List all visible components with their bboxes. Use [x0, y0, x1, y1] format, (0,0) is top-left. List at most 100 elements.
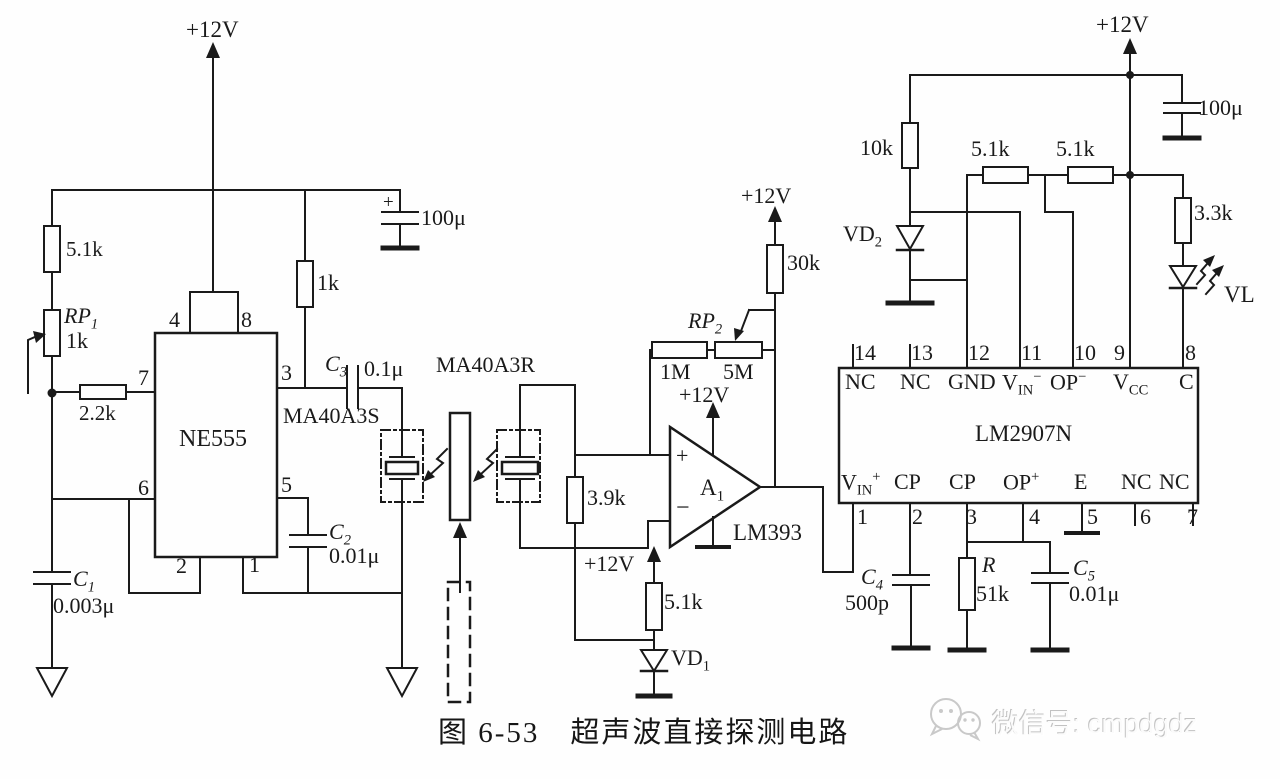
reflector-motion-arrowhead: [453, 522, 467, 538]
transmitter-label: MA40A3S: [283, 403, 380, 428]
c2-value-label: 0.01μ: [329, 543, 380, 568]
reflector-object: [448, 411, 472, 522]
ne555-section-wires: [27, 42, 420, 699]
transmitter-crystal: [384, 460, 420, 476]
vl-light-bolt-2: [1204, 272, 1218, 296]
comparator-section-wires: [519, 206, 854, 699]
capacitor-c1: [33, 571, 71, 585]
lm2907-pin6-number: 6: [1140, 504, 1151, 529]
supply-label-ne555: +12V: [186, 17, 239, 42]
c1-value-label: 0.003μ: [53, 593, 115, 618]
lm2907-pin4-name: OP+: [1003, 469, 1040, 495]
lm2907-pin8-name: C: [1179, 369, 1194, 394]
lm2907-pin3-number: 3: [966, 504, 977, 529]
lm2907-pin10-number: 10: [1074, 340, 1096, 365]
c4-value-label: 500p: [845, 590, 889, 615]
lm2907-pin4-number: 4: [1029, 504, 1040, 529]
receiver-symbol: [505, 429, 535, 503]
transmitter-symbol: [389, 429, 415, 503]
rp1-wiper-arm: [27, 335, 37, 394]
resistor-5k1-b: [1067, 166, 1114, 184]
watermark-text: 微信号: cmpdgdz: [992, 709, 1198, 739]
lm2907-pin5-number: 5: [1087, 504, 1098, 529]
lm2907-pin1-number: 1: [857, 504, 868, 529]
resistor-1k: [296, 260, 314, 308]
resistor-3k3: [1174, 197, 1192, 244]
resistor-30k-label: 30k: [787, 250, 820, 275]
lm2907-pin13-name: NC: [900, 369, 931, 394]
resistor-3k9: [566, 476, 584, 524]
lm2907-pin5-name: E: [1074, 469, 1088, 494]
cap-100u-osc-polarity: +: [383, 192, 394, 213]
capacitor-c4: [892, 574, 930, 586]
wave-bolt-right: [479, 447, 499, 476]
ne555-pin2-number: 2: [176, 553, 187, 578]
resistor-1m: [651, 341, 708, 359]
vd2-label: VD2: [843, 221, 883, 251]
potentiometer-rp2: [714, 341, 763, 359]
diode-vd2: [895, 225, 925, 252]
rp1-label: RP1: [64, 303, 99, 333]
lm2907-body: [837, 366, 1200, 505]
resistor-1m-label: 1M: [660, 359, 691, 384]
supply-label-main: +12V: [1096, 12, 1149, 37]
opamp-name-label: A1: [700, 475, 725, 505]
junction-dot: [47, 388, 57, 398]
ne555-pin3-number: 3: [281, 360, 292, 385]
lm2907-pin3-name: CP: [949, 469, 976, 494]
resistor-5k1-a: [982, 166, 1029, 184]
supply-label-30k: +12V: [741, 183, 792, 208]
receiver-label: MA40A3R: [436, 352, 536, 377]
cap-100u-osc-label: 100μ: [421, 205, 466, 230]
resistor-51k: [958, 557, 976, 611]
lm2907-pin11-number: 11: [1021, 340, 1043, 365]
resistor-5k1-osc: [43, 225, 61, 273]
capacitor-c5: [1031, 572, 1069, 584]
resistor-5k1-osc-label: 5.1k: [66, 237, 103, 261]
opamp-plus-input-label: +: [676, 443, 689, 468]
lm2907-pin9-name: VCC: [1113, 369, 1149, 399]
lm2907-section-wires: [837, 38, 1224, 653]
lm2907-pin14-name: NC: [845, 369, 876, 394]
rp2-wiper-arrowhead: [734, 328, 744, 341]
nc-pin-stubs-bottom: [1134, 502, 1194, 526]
diode-vd1: [639, 649, 669, 673]
resistor-5k1-clamp: [645, 582, 663, 631]
c5-label: C5: [1073, 555, 1095, 585]
ne555-pin4-number: 4: [169, 307, 180, 332]
wave-bolt-left: [429, 447, 449, 476]
lm2907-pin12-number: 12: [968, 340, 990, 365]
rp2-wiper-arm: [739, 308, 776, 333]
resistor-3k9-label: 3.9k: [587, 485, 626, 510]
lm2907-pin7-name: NC: [1159, 469, 1190, 494]
capacitor-c3: [346, 365, 359, 409]
resistor-2k2: [79, 384, 127, 400]
lm2907-pin14-number: 14: [854, 340, 876, 365]
ne555-pin6-number: 6: [138, 475, 149, 500]
transducer-section-wires: [380, 384, 576, 704]
rp1-value-label: 1k: [66, 328, 88, 353]
ground-triangle-c1: [35, 667, 69, 699]
receiver-box: [496, 429, 541, 503]
wechat-icon: [929, 698, 981, 742]
c2-label: C2: [329, 519, 351, 549]
c3-label: C3: [325, 351, 347, 381]
lm2907-pin2-name: CP: [894, 469, 921, 494]
receiver-crystal: [500, 460, 540, 476]
nc-pin-stubs-top: [852, 344, 911, 369]
ne555-name-label: NE555: [179, 426, 247, 452]
reflector-ghost-box: [446, 580, 472, 704]
lm2907-pin8-number: 8: [1185, 340, 1196, 365]
lm2907-pin10-name: OP−: [1050, 369, 1087, 395]
lm2907-pin2-number: 2: [912, 504, 923, 529]
lm2907-name-label: LM2907N: [975, 421, 1073, 446]
lm2907-pin6-name: NC: [1121, 469, 1152, 494]
resistor-10k-label: 10k: [860, 135, 893, 160]
resistor-30k: [766, 244, 784, 294]
lm2907-pin12-name: GND: [948, 369, 996, 394]
rp2-label: RP2: [688, 308, 723, 338]
ne555-pin7-number: 7: [138, 365, 149, 390]
figure-caption: 图 6-53 超声波直接探测电路: [438, 717, 850, 749]
